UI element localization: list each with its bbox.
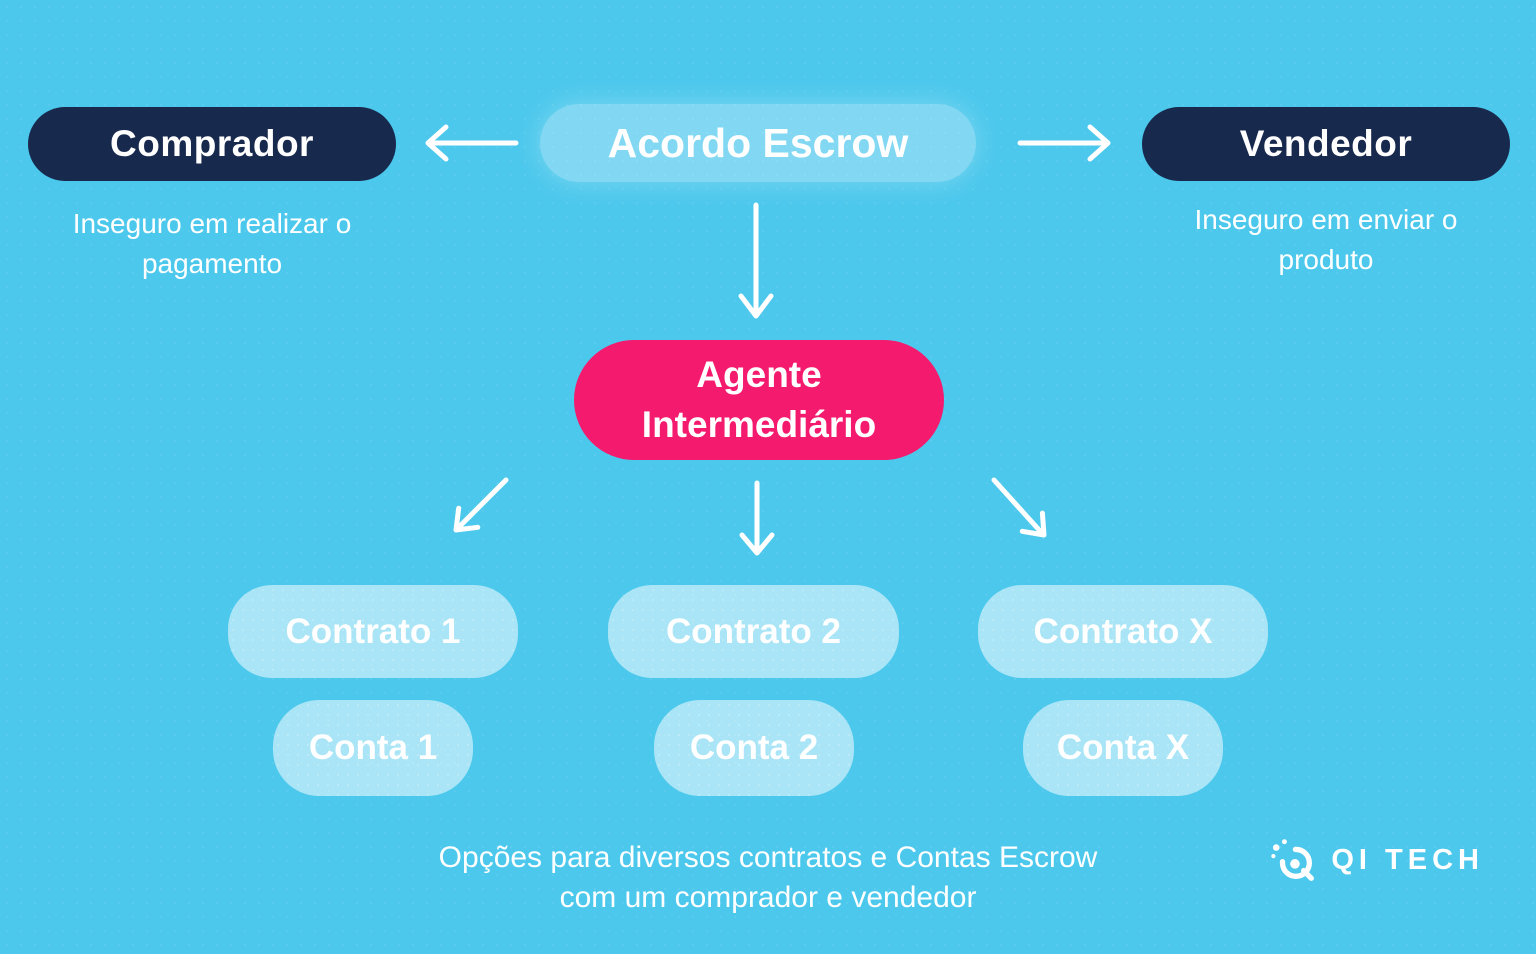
agente-label-line-2: Intermediário <box>641 404 877 445</box>
acordo-escrow-label: Acordo Escrow <box>607 119 909 166</box>
conta-1-node: Conta 1 <box>273 700 473 796</box>
conta-2-node: Conta 2 <box>654 700 854 796</box>
vendedor-note-line-2: produto <box>1278 244 1374 275</box>
caption-line-1: Opções para diversos contratos e Contas … <box>438 841 1098 874</box>
comprador-node-label: Comprador <box>110 123 314 164</box>
acordo-escrow-node: Acordo Escrow <box>540 104 976 182</box>
agente-label-line-1: Agente <box>696 354 822 395</box>
qitech-logo: QI TECH <box>1270 836 1484 884</box>
conta-x-label: Conta X <box>1056 728 1190 767</box>
footer-caption: Opções para diversos contratos e Contas … <box>0 838 1536 918</box>
contrato-x-node: Contrato X <box>978 585 1268 678</box>
arrow-to-comprador-icon <box>425 124 519 162</box>
contrato-1-label: Contrato 1 <box>285 611 461 651</box>
conta-x-node: Conta X <box>1023 700 1223 796</box>
vendedor-note-line-1: Inseguro em enviar o <box>1194 204 1458 235</box>
agente-intermediario-node: Agente Intermediário <box>574 340 944 460</box>
contrato-x-label: Contrato X <box>1033 611 1213 651</box>
comprador-node: Comprador <box>28 107 396 181</box>
arrow-to-contrato-1-icon <box>453 477 509 533</box>
arrow-to-contrato-x-icon <box>991 477 1047 538</box>
vendedor-node: Vendedor <box>1142 107 1510 181</box>
conta-1-label: Conta 1 <box>308 728 438 767</box>
comprador-note: Inseguro em realizar o pagamento <box>28 204 396 284</box>
qitech-logo-text: QI TECH <box>1331 843 1484 876</box>
vendedor-note: Inseguro em enviar o produto <box>1142 200 1510 280</box>
arrow-to-contrato-2-icon <box>739 480 775 556</box>
vendedor-node-label: Vendedor <box>1239 123 1413 164</box>
contrato-1-node: Contrato 1 <box>228 585 518 678</box>
contrato-2-node: Contrato 2 <box>608 585 899 678</box>
comprador-note-line-1: Inseguro em realizar o <box>72 208 352 239</box>
arrow-to-agente-icon <box>738 202 774 319</box>
conta-2-label: Conta 2 <box>689 728 819 767</box>
contrato-2-label: Contrato 2 <box>666 611 841 651</box>
caption-line-2: com um comprador e vendedor <box>559 881 977 914</box>
qitech-logo-icon <box>1271 839 1315 881</box>
comprador-note-line-2: pagamento <box>141 248 283 279</box>
arrow-to-vendedor-icon <box>1017 124 1111 162</box>
